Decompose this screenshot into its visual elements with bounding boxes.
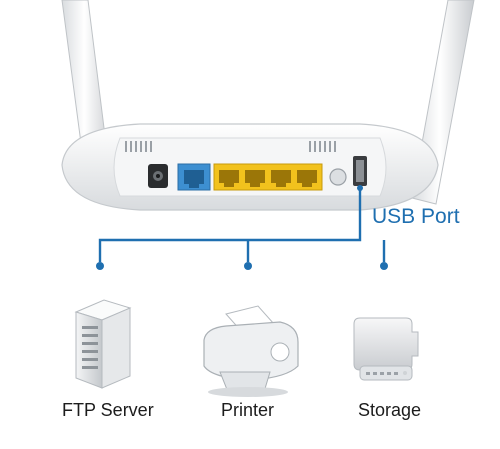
- usb-port-label: USB Port: [372, 205, 460, 228]
- vent-right: [309, 141, 336, 152]
- storage-icon: [353, 317, 419, 381]
- vent-left: [125, 141, 152, 152]
- printer-icon: [203, 305, 299, 397]
- printer-label: Printer: [221, 400, 275, 420]
- reset-button-icon: [329, 168, 347, 186]
- connector-lines: [98, 187, 386, 262]
- wan-port-icon: [177, 163, 211, 191]
- router: [61, 123, 439, 211]
- connector-dots: [96, 185, 388, 270]
- ftp-server-label: FTP Server: [62, 400, 154, 420]
- usb-port-icon: [353, 156, 367, 186]
- lan-ports: [213, 163, 323, 191]
- power-jack-icon: [148, 164, 168, 188]
- ftp-server-icon: [74, 299, 132, 389]
- storage-label: Storage: [358, 400, 422, 420]
